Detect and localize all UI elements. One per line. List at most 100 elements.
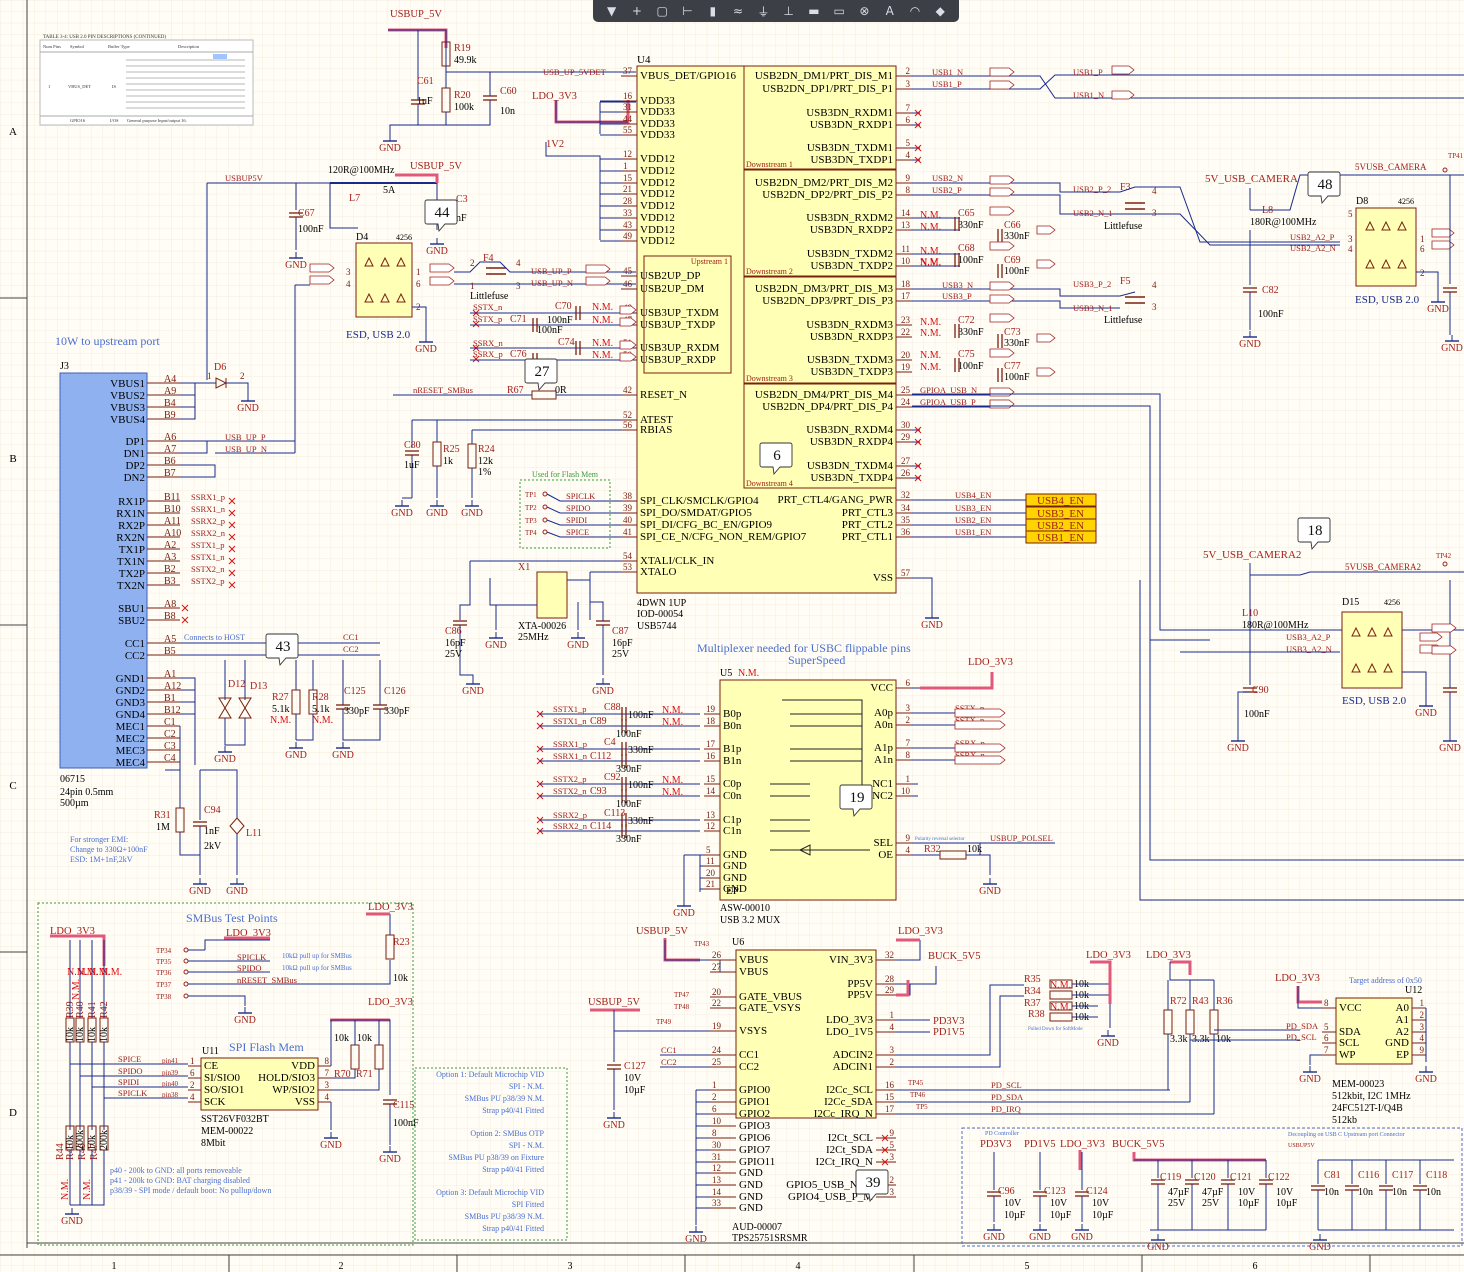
ref: C117	[1392, 1170, 1413, 1181]
j3-connector[interactable]	[59, 372, 148, 769]
power-label: PD3V3	[933, 1016, 965, 1027]
testpoint: TP2	[525, 504, 537, 512]
u4-body[interactable]	[636, 65, 897, 594]
pin-number: 24	[901, 397, 911, 407]
gnd-label: GND	[1415, 708, 1437, 719]
wire	[207, 182, 358, 229]
not-mounted: N.M.	[920, 258, 941, 269]
section-title: 10W to upstream port	[55, 334, 160, 348]
arc-icon[interactable]: ◠	[909, 4, 921, 18]
wire-icon[interactable]: ≈	[733, 4, 744, 18]
pin-name: A1n	[874, 754, 893, 766]
pin-number: 6	[416, 279, 421, 289]
pin-number: 30	[901, 420, 911, 430]
ref: C65	[958, 208, 975, 219]
no-erc-icon[interactable]: ⊗	[859, 4, 870, 18]
diode	[1381, 220, 1391, 231]
port-symbol	[989, 281, 1015, 291]
u11-body[interactable]	[200, 1057, 319, 1111]
wire	[912, 75, 1464, 99]
align-icon[interactable]: ⊢	[682, 4, 693, 18]
bus-icon[interactable]: ⊥	[783, 4, 794, 18]
net-label: USBUP5V	[225, 173, 264, 183]
diode	[1383, 626, 1393, 637]
pin-number: 9	[906, 173, 911, 183]
wire	[555, 100, 628, 123]
pin-number: 42	[623, 385, 632, 395]
net-label: USB_UP_P	[225, 432, 266, 442]
comment-bubble[interactable]	[759, 442, 793, 476]
ref: C113	[604, 808, 625, 819]
filter-icon[interactable]: ▼	[607, 4, 617, 18]
smbus-group	[37, 902, 414, 1246]
component-icon[interactable]: ▮	[709, 4, 717, 18]
add-icon[interactable]: +	[631, 4, 642, 18]
pin-number: 3	[346, 267, 351, 277]
pin-name: WP/SIO2	[272, 1084, 315, 1096]
comment-bubble[interactable]	[839, 784, 873, 818]
comment-bubble[interactable]	[1297, 517, 1331, 551]
comment-bubble[interactable]	[1307, 171, 1341, 205]
pin-number: 43	[623, 220, 633, 230]
port-symbol	[989, 80, 1015, 90]
enable-port[interactable]	[1025, 493, 1097, 507]
x1-body	[536, 571, 568, 619]
pin-name: A2	[1396, 1026, 1409, 1038]
gnd-label: GND	[461, 508, 483, 519]
gnd-label: GND	[462, 686, 484, 697]
text-icon[interactable]: A	[885, 4, 894, 18]
comment-bubble[interactable]	[855, 1169, 889, 1203]
j3-pin-name: DP1	[125, 436, 145, 448]
power-label: LDO_3V3	[898, 926, 943, 937]
net-label-icon[interactable]: ▬	[808, 4, 820, 18]
pin-number: 16	[623, 91, 633, 101]
pin-name: USB2UP_DP	[640, 270, 701, 282]
power-label: LDO_3V3	[1060, 1139, 1105, 1150]
ground-icon[interactable]: ⏚	[757, 4, 770, 19]
comment-bubble[interactable]	[524, 358, 558, 392]
ref: R46	[77, 1143, 88, 1160]
pin-number: A8	[164, 599, 176, 610]
pin-number: 12	[623, 149, 632, 159]
part-text: ESD, USB 2.0	[346, 329, 411, 341]
u12-body[interactable]	[1335, 997, 1413, 1065]
comment-bubble[interactable]	[265, 633, 299, 667]
pin-number: C2	[164, 729, 176, 740]
testpoint: TP42	[1436, 552, 1452, 560]
power-label: USBUP_5V	[390, 9, 442, 20]
value: 0R	[555, 385, 567, 396]
testpoint: TP47	[674, 991, 690, 999]
j3-pin-name: VBUS3	[110, 402, 145, 414]
gnd-label: GND	[1071, 1232, 1093, 1243]
no-connect-mark	[881, 1146, 889, 1154]
net-label: SSRX1_p	[553, 739, 587, 749]
wire	[546, 493, 621, 502]
port-icon[interactable]: ▭	[833, 4, 845, 18]
enable-port[interactable]	[1025, 530, 1097, 544]
j3-pin-name: VBUS2	[110, 390, 145, 402]
pin-number: 14	[712, 1187, 722, 1197]
port-symbol	[989, 348, 1015, 358]
pin-number: 39	[623, 503, 633, 513]
pin-number: 8	[906, 750, 911, 760]
no-connect-mark	[914, 426, 922, 434]
port-symbol	[989, 67, 1015, 77]
select-rect-icon[interactable]: ▢	[656, 4, 668, 18]
pin-name: WP	[1339, 1049, 1356, 1061]
ref: R38	[1028, 1009, 1045, 1020]
settings-icon[interactable]: ◆	[935, 4, 945, 18]
testpoint: TP1	[525, 491, 537, 499]
power-label: USBUP_5V	[588, 997, 640, 1008]
wire	[1297, 986, 1322, 1009]
highlight	[920, 672, 994, 690]
j3-pin-name: DN2	[124, 472, 145, 484]
pin-ref: pin38	[162, 1091, 178, 1099]
u6-body[interactable]	[735, 949, 877, 1119]
wire	[165, 769, 181, 808]
comment-bubble[interactable]	[424, 199, 458, 233]
ref: C77	[1004, 361, 1021, 372]
port-symbol	[989, 399, 1015, 409]
pin-name: CC1	[739, 1049, 759, 1061]
pin-name: VDD33	[640, 95, 675, 107]
